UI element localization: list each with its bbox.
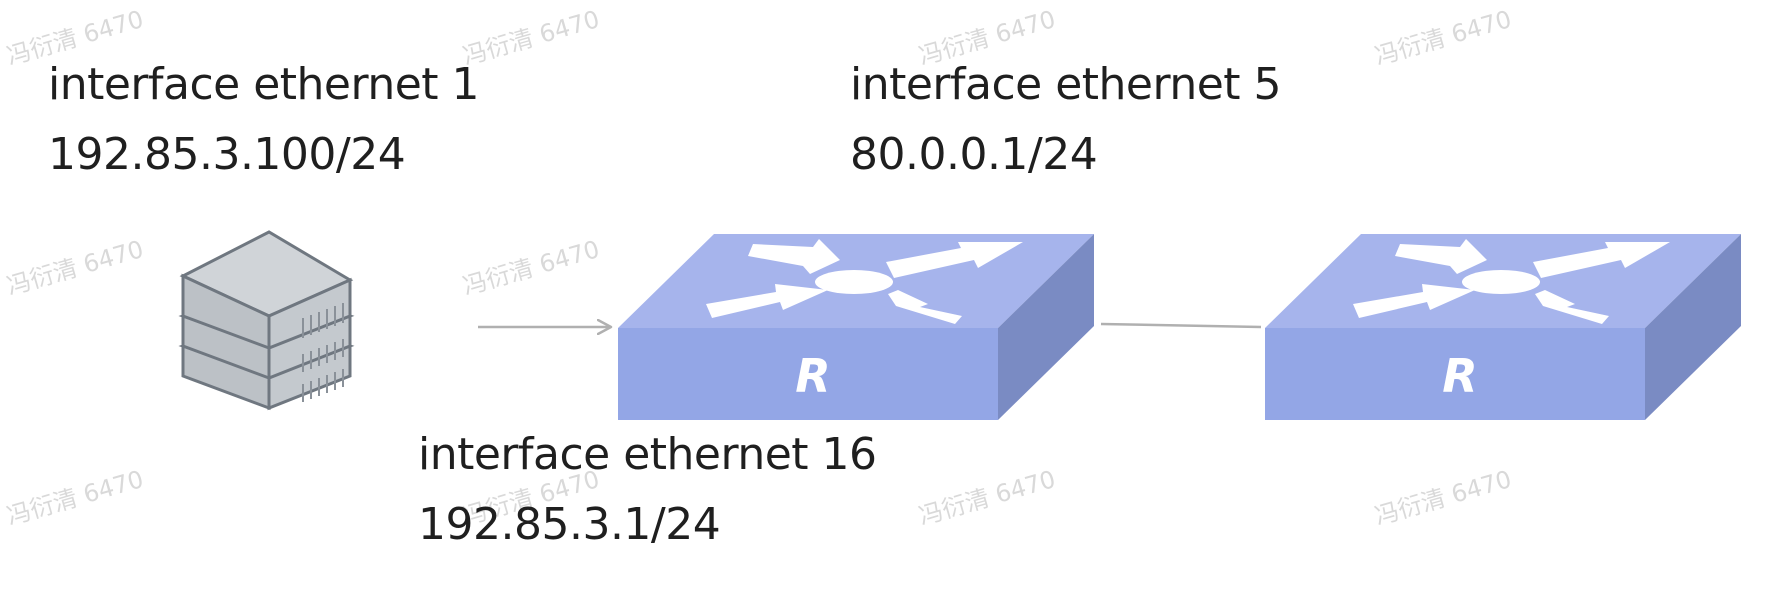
host-interface-label: interface ethernet 1 bbox=[48, 59, 480, 110]
router1-upper-ip-label: 80.0.0.1/24 bbox=[850, 129, 1098, 180]
router1-lower-interface-label: interface ethernet 16 bbox=[418, 429, 877, 480]
host-ip-label: 192.85.3.100/24 bbox=[48, 129, 406, 180]
router-letter: R bbox=[1442, 349, 1477, 403]
router1-lower-ip-label: 192.85.3.1/24 bbox=[418, 499, 721, 550]
router1-upper-interface-label: interface ethernet 5 bbox=[850, 59, 1282, 110]
router-letter: R bbox=[795, 349, 830, 403]
router-icon: R bbox=[1265, 234, 1741, 420]
router-icon: R bbox=[618, 234, 1094, 420]
link-router1-router2 bbox=[1100, 322, 1262, 329]
server-stack-icon bbox=[178, 230, 355, 411]
